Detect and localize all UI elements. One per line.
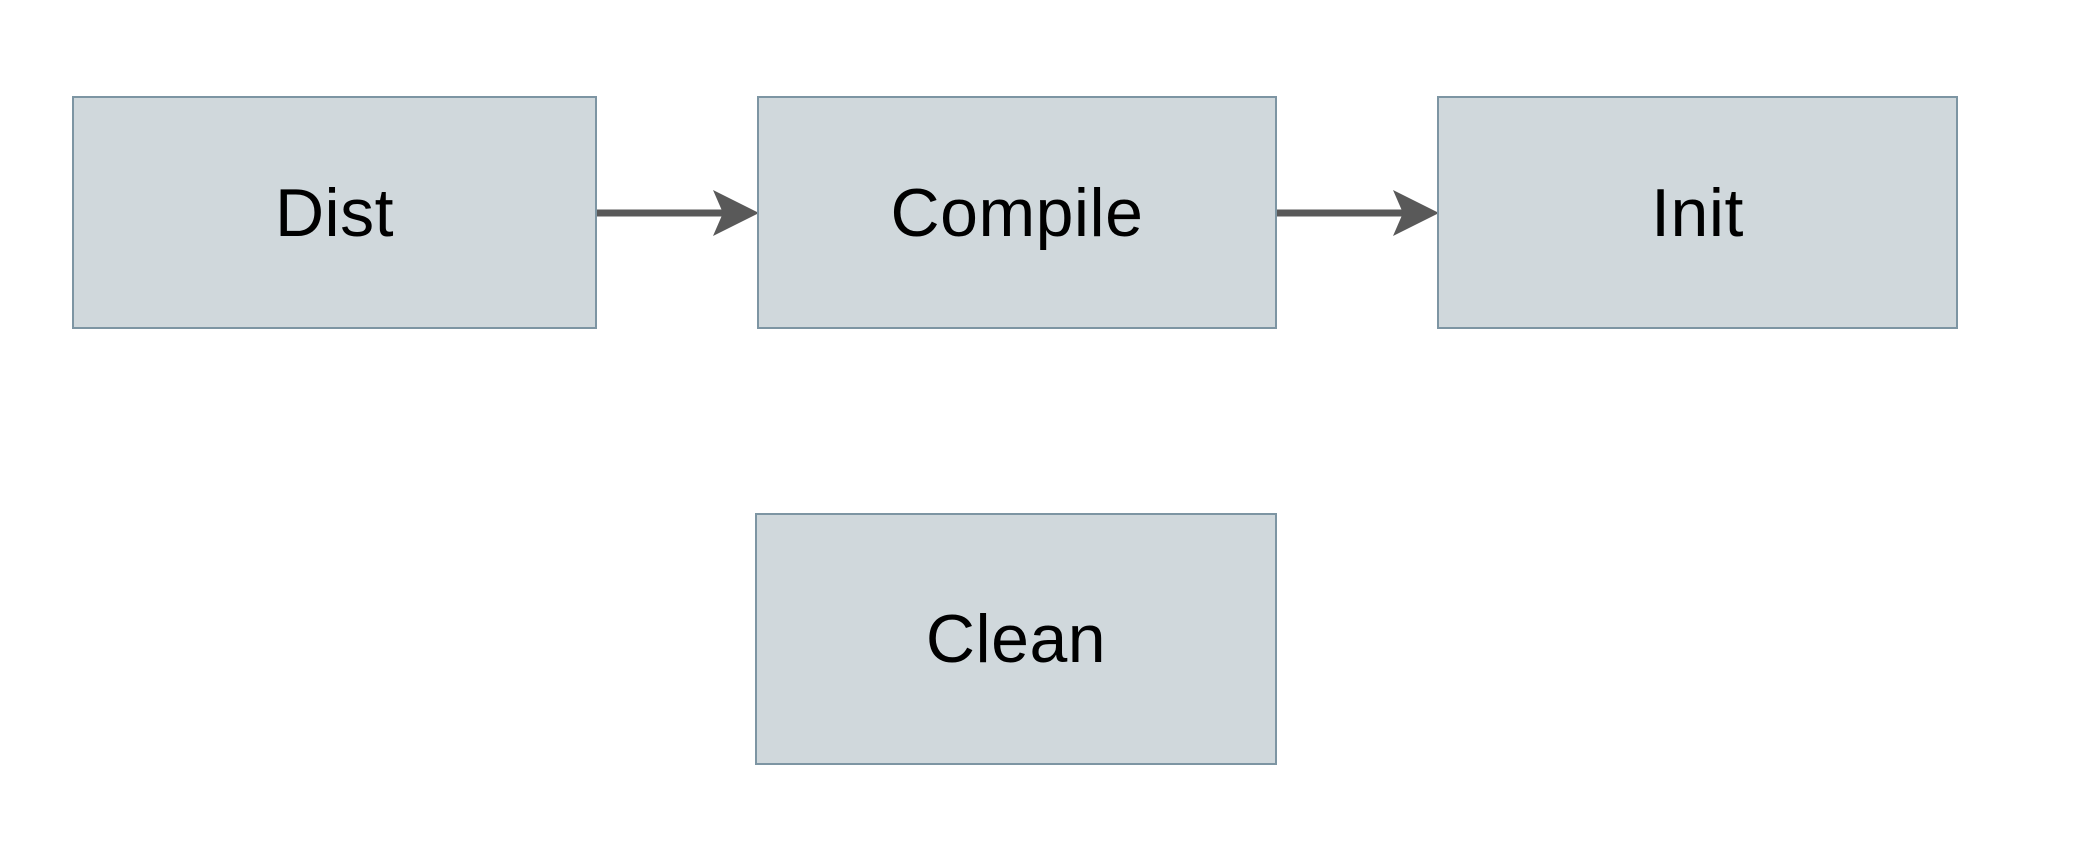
- connector-compile-to-init-arrowhead-icon: [1393, 190, 1439, 236]
- node-clean-label: Clean: [925, 601, 1107, 677]
- node-clean[interactable]: Clean: [755, 513, 1277, 765]
- node-compile[interactable]: Compile: [757, 96, 1277, 329]
- node-compile-label: Compile: [890, 174, 1144, 251]
- connector-dist-to-compile: [597, 190, 759, 236]
- connector-compile-to-init: [1277, 190, 1439, 236]
- node-init-label: Init: [1651, 174, 1744, 251]
- node-init[interactable]: Init: [1437, 96, 1958, 329]
- node-dist-label: Dist: [274, 174, 395, 251]
- node-dist[interactable]: Dist: [72, 96, 597, 329]
- connector-dist-to-compile-arrowhead-icon: [713, 190, 759, 236]
